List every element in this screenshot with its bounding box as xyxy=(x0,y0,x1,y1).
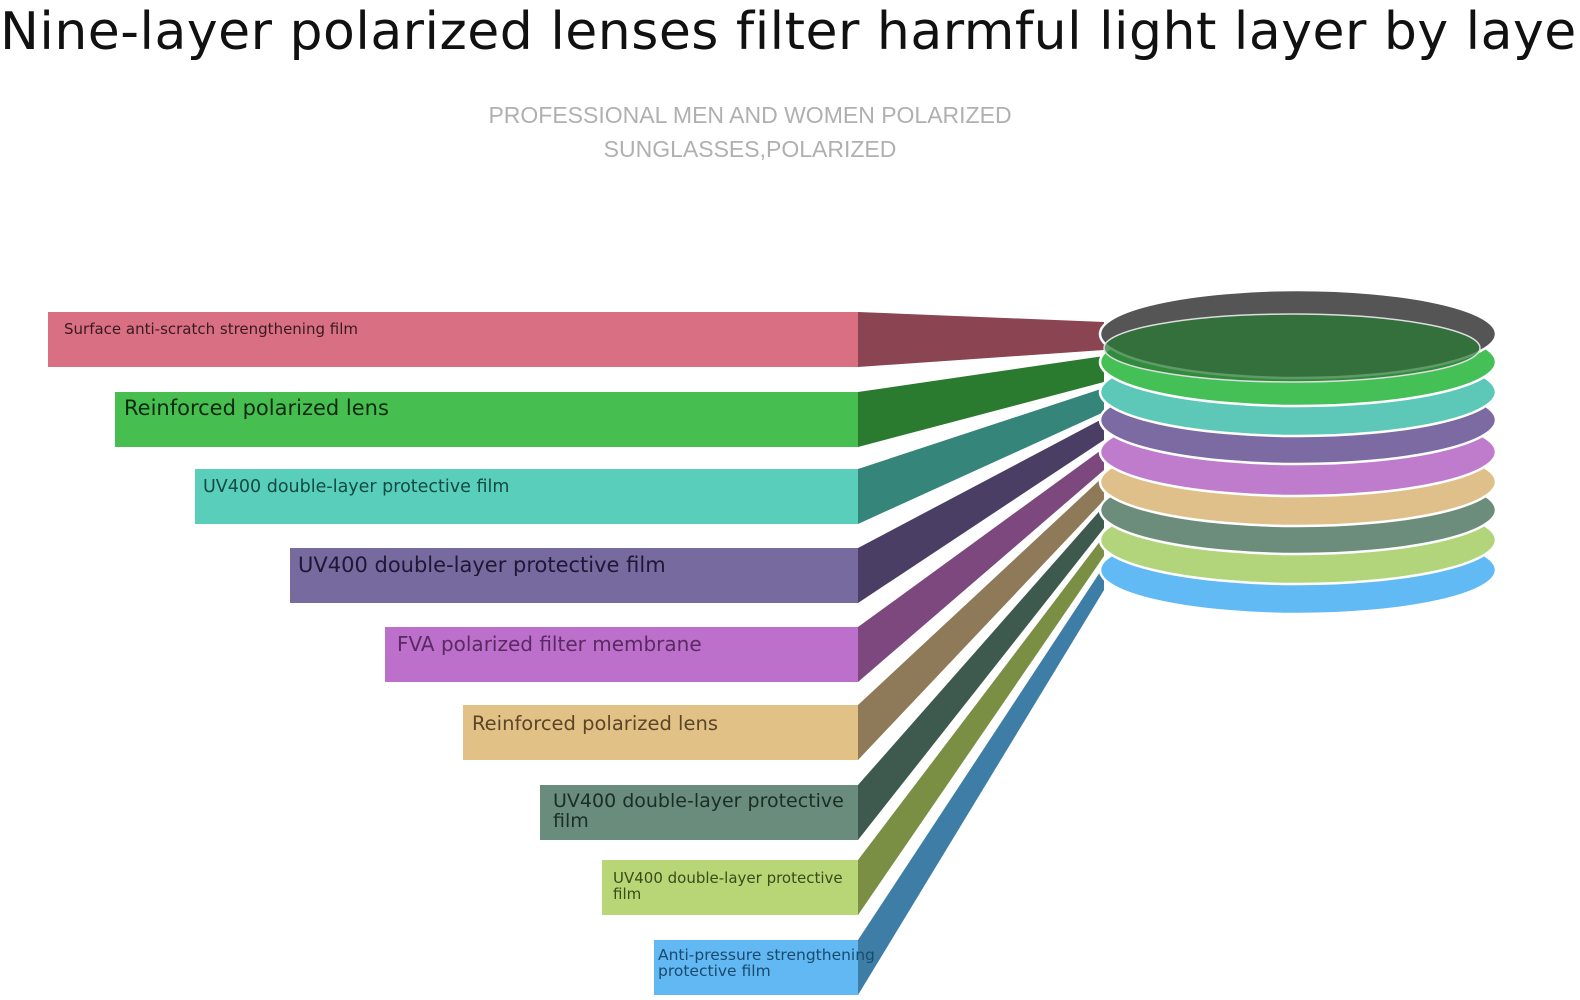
lens-disc-stack xyxy=(1098,288,1498,616)
layer-bar-5 xyxy=(385,627,858,682)
layer-label-9: Anti-pressure strengthening protective f… xyxy=(658,947,875,980)
page-title: Nine-layer polarized lenses filter harmf… xyxy=(0,2,1580,62)
layer-connector-4 xyxy=(858,418,1104,603)
layer-bar-8 xyxy=(602,860,858,915)
lens-disc-overlay xyxy=(1103,313,1481,383)
layer-connector-1 xyxy=(858,312,1104,367)
layer-label-2: Reinforced polarized lens xyxy=(124,397,389,420)
layer-bar-6 xyxy=(463,705,858,760)
layer-label-5: FVA polarized filter membrane xyxy=(397,634,702,655)
layer-connector-9 xyxy=(858,566,1104,995)
layer-connector-3 xyxy=(858,388,1104,524)
layer-bar-7 xyxy=(540,785,858,840)
layer-bar-9 xyxy=(654,940,858,995)
layer-bar-2 xyxy=(115,392,858,447)
connector-wedges xyxy=(858,312,1104,995)
layer-label-7: UV400 double-layer protective film xyxy=(553,792,844,832)
layer-connector-7 xyxy=(858,506,1104,840)
layer-connector-5 xyxy=(858,448,1104,682)
layer-bar-1 xyxy=(48,312,858,367)
subtitle-line-1: PROFESSIONAL MEN AND WOMEN POLARIZED xyxy=(488,102,1012,128)
layer-connector-2 xyxy=(858,356,1104,447)
layer-bar-4 xyxy=(290,548,858,603)
subtitle: PROFESSIONAL MEN AND WOMEN POLARIZED SUN… xyxy=(440,98,1060,166)
layer-bar-3 xyxy=(195,469,858,524)
subtitle-line-2: SUNGLASSES,POLARIZED xyxy=(603,136,897,162)
layer-label-3: UV400 double-layer protective film xyxy=(203,478,510,497)
layer-connector-6 xyxy=(858,476,1104,760)
layer-connector-8 xyxy=(858,536,1104,915)
layer-label-1: Surface anti-scratch strengthening film xyxy=(64,322,359,338)
layer-label-6: Reinforced polarized lens xyxy=(472,714,718,735)
layer-label-4: UV400 double-layer protective film xyxy=(298,554,666,577)
layer-bars xyxy=(48,312,858,995)
layer-label-8: UV400 double-layer protective film xyxy=(613,871,843,903)
